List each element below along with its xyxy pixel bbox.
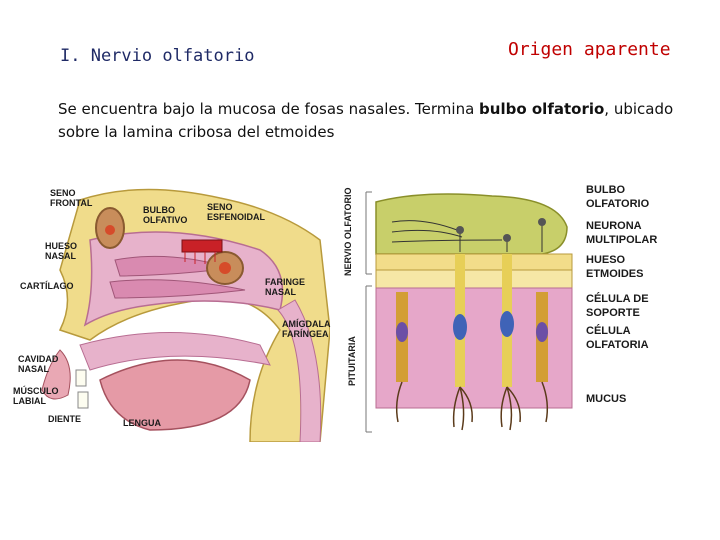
label-celula-soporte: CÉLULA DE SOPORTE: [586, 293, 649, 319]
para-bold: bulbo olfatorio: [479, 100, 605, 118]
label-cavidad-nasal: CAVIDAD NASAL: [18, 354, 59, 374]
label-hueso-etmoides: HUESO ETMOIDES: [586, 254, 644, 280]
label-seno-esfenoidal: SENO ESFENOIDAL: [207, 202, 266, 222]
label-celula-olfatoria: CÉLULA OLFATORIA: [586, 325, 649, 351]
label-cartilago: CARTÍLAGO: [20, 281, 74, 291]
label-amigdala: AMÍGDALA FARÍNGEA: [282, 319, 331, 339]
nasal-cavity-illustration: [20, 180, 330, 442]
label-nervio-olfatorio: NERVIO OLFATORIO: [343, 187, 353, 276]
para-text-1: Se encuentra bajo la mucosa de fosas nas…: [58, 100, 480, 118]
label-musculo-labial: MÚSCULO LABIAL: [13, 386, 59, 406]
label-mucus: MUCUS: [586, 393, 627, 405]
label-faringe-nasal: FARINGE NASAL: [265, 277, 306, 297]
slide-title: I. Nervio olfatorio: [60, 46, 255, 66]
label-neurona-multipolar: NEURONA MULTIPOLAR: [586, 220, 658, 246]
label-seno-frontal: SENO FRONTAL: [50, 188, 93, 208]
label-bulbo-olfativo: BULBO OLFATIVO: [143, 205, 188, 225]
olfactory-epithelium-illustration: [365, 191, 573, 433]
label-hueso-nasal: HUESO NASAL: [45, 241, 78, 261]
label-bulbo-olfatorio: BULBO OLFATORIO: [586, 184, 650, 210]
slide-subtitle: Origen aparente: [508, 39, 671, 60]
label-diente: DIENTE: [48, 414, 82, 424]
label-pituitaria: PITUITARIA: [347, 336, 357, 386]
label-lengua: LENGUA: [123, 418, 161, 428]
para-text-2: , ubicado sobre la lamina cribosa del et…: [58, 100, 674, 141]
description-paragraph: Se encuentra bajo la mucosa de fosas nas…: [58, 98, 698, 144]
